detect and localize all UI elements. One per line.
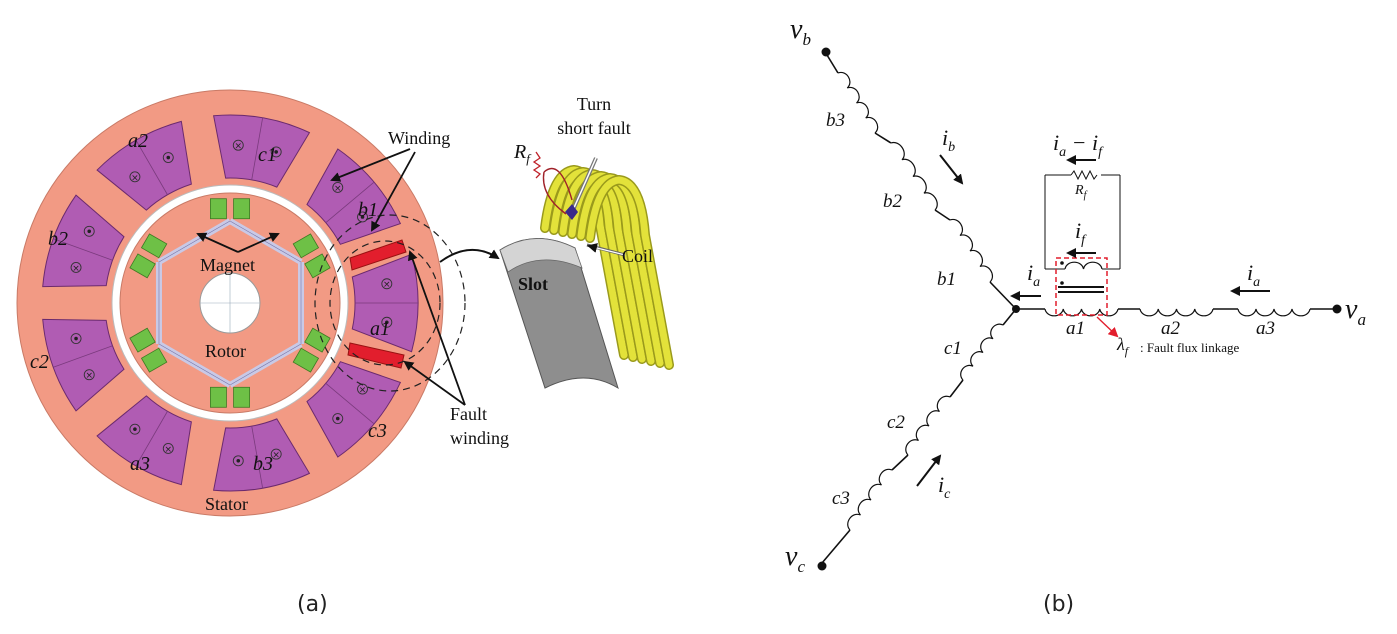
winding-label: Winding: [388, 128, 450, 148]
coil-c3: ×: [306, 361, 402, 458]
circuit-coil-label-b1: b1: [937, 269, 956, 290]
caption-a: (a): [297, 592, 328, 617]
ia-label-right: ia: [1247, 260, 1260, 290]
magnet: [292, 347, 320, 373]
zoom-circle-small: [329, 240, 441, 366]
svg-text:×: ×: [131, 173, 139, 183]
coil-a3: ×: [96, 395, 192, 486]
coil-label-a1: a1: [370, 318, 390, 340]
magnet: [129, 253, 156, 279]
magnet: [210, 198, 227, 220]
caption-b: (b): [1043, 592, 1075, 617]
terminal-vb: [821, 47, 831, 57]
if-label: if: [1075, 218, 1087, 248]
coil-c1: ×: [213, 114, 311, 188]
slot-label: Slot: [518, 274, 548, 294]
ia-label-node: ia: [1027, 260, 1040, 290]
inductor-b1: [949, 218, 994, 283]
rotor-magnets: [129, 198, 331, 408]
magnet: [140, 233, 168, 259]
coil-label-c2: c2: [30, 351, 49, 373]
coil-b3: ×: [213, 418, 311, 492]
rf-label-circuit: Rf: [1074, 183, 1088, 201]
coil-c2: ×: [42, 318, 125, 412]
circuit-coil-label-c3: c3: [832, 488, 850, 509]
svg-text:×: ×: [383, 280, 391, 290]
magnet: [233, 386, 250, 408]
terminal-va: [1332, 304, 1342, 314]
coil-label-c1: c1: [258, 144, 277, 166]
rf-resistor-loop: [542, 167, 573, 215]
coil-labels: a1 b1 c1 a2 b2 c2 a3 b3 c3: [30, 130, 390, 475]
coil-b2: ×: [42, 194, 125, 288]
coil-label-a2: a2: [128, 130, 148, 152]
fault-winding-a1-upper: [349, 239, 407, 271]
motor-diagram: × × × × × × × × × Winding Magnet Rotor Stator Fa…: [16, 89, 674, 517]
inductor-a2: [1139, 308, 1214, 317]
circuit-coil-label-a3: a3: [1256, 318, 1275, 339]
zoom-circle-large: [314, 214, 466, 392]
inductor-c3: [847, 468, 893, 531]
svg-text:×: ×: [359, 386, 367, 396]
svg-text:×: ×: [272, 451, 280, 461]
magnet: [210, 386, 227, 408]
vc-label: vc: [785, 541, 805, 576]
svg-text:×: ×: [334, 184, 342, 194]
rotor-label: Rotor: [205, 341, 246, 361]
fault-flux-text: : Fault flux linkage: [1140, 340, 1240, 355]
circuit-coil-label-b3: b3: [826, 110, 845, 131]
neutral-node: [1012, 305, 1020, 313]
lambda-f-label: λf: [1116, 334, 1130, 358]
magnet: [140, 347, 168, 373]
circuit-coil-label-c1: c1: [944, 338, 962, 359]
terminal-vc: [817, 561, 827, 571]
magnet: [304, 327, 331, 353]
vb-label: vb: [790, 14, 811, 49]
ia-minus-if-label: ia − if: [1053, 130, 1104, 160]
coil-label-b1: b1: [358, 199, 378, 221]
svg-text:×: ×: [234, 142, 242, 152]
circuit-labels: vb va vc ib ic ia ia if ia − if Rf λf : …: [785, 14, 1366, 576]
inductor-b3: [837, 71, 879, 134]
coil-label-a3: a3: [130, 453, 150, 475]
magnet-label: Magnet: [200, 255, 255, 275]
ic-label: ic: [938, 472, 951, 502]
fault-box: [1055, 257, 1108, 316]
circuit-coil-label-c2: c2: [887, 412, 905, 433]
coil-label-b3: b3: [253, 453, 273, 475]
inductor-fault-coil: [1064, 261, 1103, 270]
svg-text:×: ×: [72, 264, 80, 274]
coil-label: Coil: [622, 246, 653, 266]
coil-a1: ×: [351, 253, 419, 353]
ib-label: ib: [942, 125, 955, 155]
magnet: [292, 233, 320, 259]
zoom-arrow: [439, 248, 500, 263]
circuit-coil-label-a1: a1: [1066, 318, 1085, 339]
svg-text:×: ×: [164, 445, 172, 455]
svg-text:×: ×: [85, 371, 93, 381]
va-label: va: [1345, 294, 1366, 329]
coil-label-b2: b2: [48, 228, 68, 250]
fault-flux-arrow: [1096, 316, 1119, 338]
magnet: [129, 327, 156, 353]
circuit-coil-label-a2: a2: [1161, 318, 1181, 339]
coil-label-c3: c3: [368, 420, 387, 442]
inductor-a3: [1237, 308, 1311, 317]
inductor-c2: [905, 395, 951, 456]
coil-a2: ×: [96, 120, 192, 211]
inductor-b2: [890, 141, 938, 211]
circuit-coil-label-b2: b2: [883, 191, 903, 212]
circuit-diagram: [821, 54, 1335, 564]
magnet: [233, 198, 250, 220]
stator-label: Stator: [205, 494, 248, 514]
inductor-c1: [960, 323, 1004, 381]
fault-winding-a1-lower: [347, 342, 405, 369]
short-fault-point: [565, 204, 578, 220]
rf-label-motor: Rf: [513, 141, 532, 166]
magnet: [304, 253, 331, 279]
